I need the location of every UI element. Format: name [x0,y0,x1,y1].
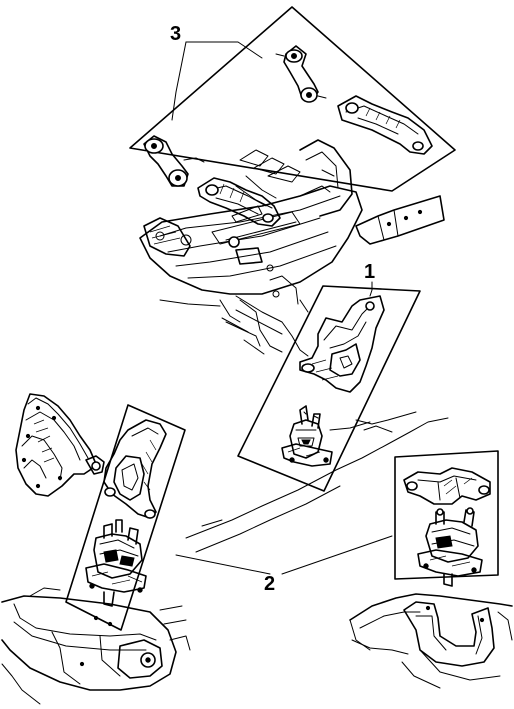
frame-rail-lower-right [349,593,513,689]
mount-bracket-upper-right [337,95,433,155]
callout-3: 3 [170,23,181,45]
rubber-mount-panel-2-left [85,519,147,607]
panel-1-engine-mount [237,285,421,492]
mount-bracket-upper-left [197,177,281,227]
torque-strut-right [275,45,327,103]
leader-lines [171,41,393,575]
frame-rail-lower-left [1,587,191,705]
mount-bracket-panel-2-left [103,419,167,519]
rubber-mount-panel-2-right [417,507,483,587]
torque-strut-left [143,135,205,187]
callout-1: 1 [364,261,375,283]
panel-2-right-mount [394,450,499,587]
panel-2-left-mount [65,404,186,631]
rubber-mount-panel-1 [281,405,333,467]
panel-3-rear-mounts [129,6,456,227]
transmission-housing [15,393,105,497]
mount-bracket-panel-1 [299,295,385,393]
callout-2: 2 [264,573,275,595]
frame-rails [185,195,449,553]
mount-bracket-panel-2-right [403,467,491,505]
